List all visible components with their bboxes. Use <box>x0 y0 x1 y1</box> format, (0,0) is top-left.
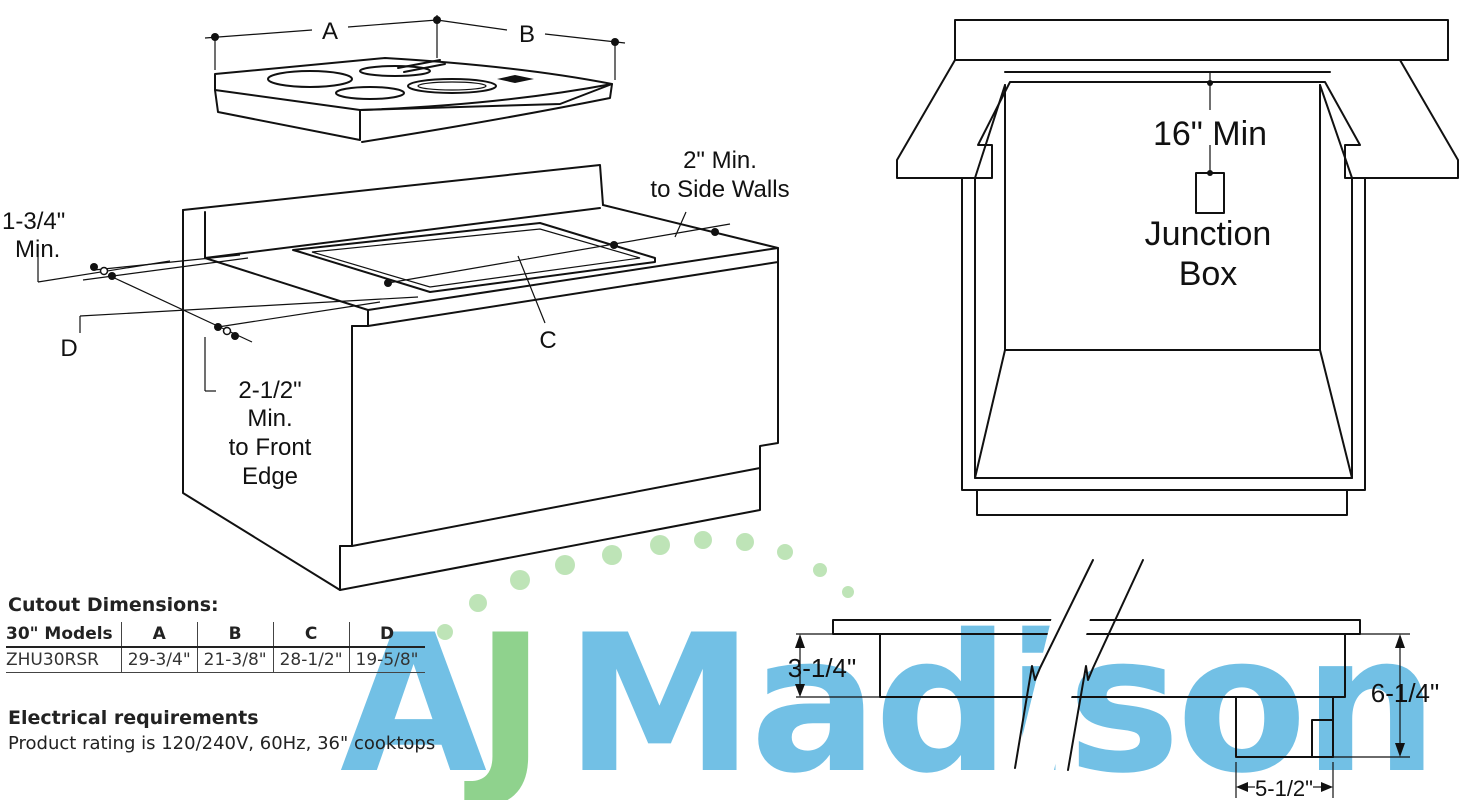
cabinet-front-view: 16" Min Junction Box <box>896 19 1459 516</box>
label-width-box: 5-1/2" <box>1255 776 1313 800</box>
label-min-front-3: to Front <box>229 434 312 461</box>
col-header-d: D <box>348 622 425 648</box>
label-min-rear-1: 1-3/4" <box>2 208 65 235</box>
cell-model: ZHU30RSR <box>6 647 122 673</box>
cabinet-back-wall <box>1004 84 1321 351</box>
cabinet-front <box>351 261 779 547</box>
cutout-table: 30" Models A B C D ZHU30RSR 29-3/4" 21-3… <box>6 622 425 673</box>
cell-c: 28-1/2" <box>272 647 350 673</box>
table-row: ZHU30RSR 29-3/4" 21-3/8" 28-1/2" 19-5/8" <box>6 647 425 673</box>
col-header-c: C <box>272 622 350 648</box>
junction-box <box>1195 172 1225 214</box>
col-header-b: B <box>196 622 274 648</box>
burner-left <box>267 70 353 88</box>
watermark-dot <box>469 594 487 612</box>
label-min-side-2: to Side Walls <box>650 176 789 203</box>
cooktop-surface <box>214 57 613 111</box>
electrical-text: Product rating is 120/240V, 60Hz, 36" co… <box>8 733 436 754</box>
countertop-edge <box>367 247 779 311</box>
control-marks <box>397 59 446 73</box>
cutout-title: Cutout Dimensions: <box>8 594 219 616</box>
col-header-a: A <box>120 622 198 648</box>
cutout-inner <box>311 228 641 288</box>
cooktop-glass <box>832 619 1361 635</box>
burner-right <box>407 78 497 94</box>
label-a: A <box>322 18 338 45</box>
burner-right-inner <box>417 81 487 91</box>
watermark-dot <box>813 563 827 577</box>
burner-front-center <box>335 86 405 100</box>
cabinet-outer <box>961 177 1366 491</box>
cell-a: 29-3/4" <box>120 647 198 673</box>
label-depth-right: 6-1/4" <box>1371 678 1440 708</box>
label-min-front-4: Edge <box>242 463 298 490</box>
watermark-dot <box>736 533 754 551</box>
backsplash <box>954 19 1449 61</box>
cell-b: 21-3/8" <box>196 647 274 673</box>
break-line-left <box>1014 559 1094 769</box>
backsplash-front <box>204 207 601 259</box>
countertop-cutout <box>292 222 656 293</box>
label-junction: Junction <box>1145 215 1272 253</box>
cooktop-body <box>879 633 1346 698</box>
label-depth-left: 3-1/4" <box>788 653 857 683</box>
watermark-dot <box>694 531 712 549</box>
cabinet-drawing <box>182 164 779 591</box>
specs-panel: Cutout Dimensions: 30" Models A B C D ZH… <box>6 594 526 754</box>
col-header-models: 30" Models <box>6 622 122 648</box>
cabinet-inner <box>974 177 1353 479</box>
label-min-front-1: 2-1/2" <box>238 377 301 404</box>
label-d: D <box>60 335 77 362</box>
label-16-min: 16" Min <box>1153 115 1267 153</box>
dimension-ab: A B <box>204 15 626 80</box>
watermark-dot <box>777 544 793 560</box>
cabinet-dimensions: C D 2" Min. to Side Walls 1-3/4" Min. 2-… <box>2 147 790 490</box>
watermark-letter-j: J <box>464 594 546 800</box>
watermark-dot <box>602 545 622 565</box>
watermark-dot <box>842 586 854 598</box>
connector <box>1311 719 1334 758</box>
cooktop-side-view: 3-1/4" 6-1/4" 5-1/2" <box>788 559 1440 800</box>
label-min-rear-2: Min. <box>15 236 60 263</box>
watermark-dot <box>555 555 575 575</box>
watermark-dot <box>437 624 453 640</box>
break-line-right <box>1067 559 1144 771</box>
dim-c-leader <box>517 255 546 324</box>
cell-d: 19-5/8" <box>348 647 425 673</box>
backsplash-top <box>182 164 604 211</box>
cooktop-drawing <box>214 57 613 143</box>
cabinet-toekick <box>339 467 761 591</box>
cooktop-front-left <box>214 89 361 141</box>
electrical-title: Electrical requirements <box>8 707 259 729</box>
cooktop-front-right <box>359 83 613 143</box>
countertop-opening <box>896 59 1459 179</box>
watermark-dot <box>650 535 670 555</box>
watermark-dot <box>510 570 530 590</box>
cabinet-floor-edges <box>974 349 1353 479</box>
label-b: B <box>519 21 535 48</box>
dim-c-line <box>387 223 731 284</box>
burner-rear-center <box>359 65 431 77</box>
table-header-row: 30" Models A B C D <box>6 622 425 648</box>
label-min-side-1: 2" Min. <box>683 147 757 174</box>
cabinet-top-edges <box>974 84 1353 179</box>
label-min-front-2: Min. <box>247 405 292 432</box>
label-box: Box <box>1179 255 1238 293</box>
break-gap <box>1014 560 1104 770</box>
label-c: C <box>539 327 556 354</box>
cabinet-base <box>976 489 1348 516</box>
control-panel-icon <box>497 75 534 83</box>
